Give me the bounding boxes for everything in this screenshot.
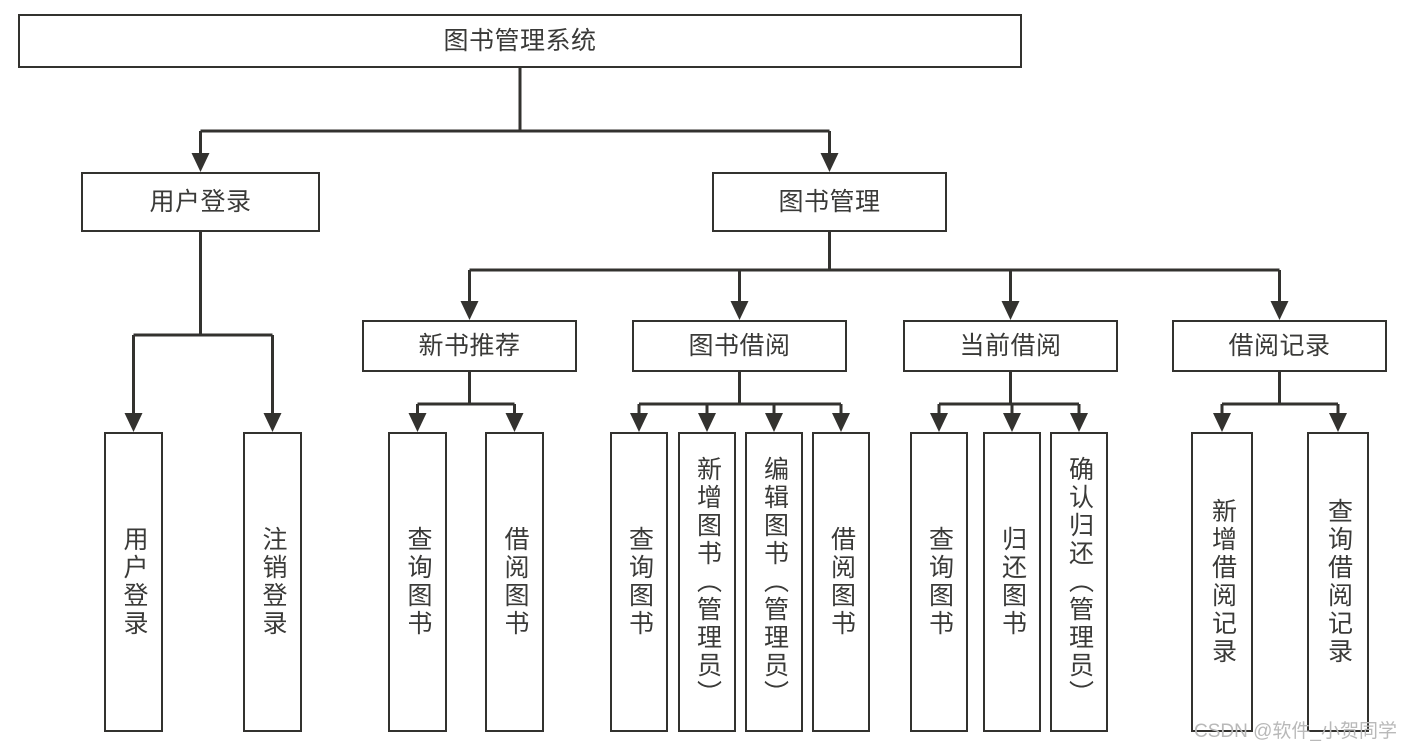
node-records[interactable]: 借阅记录 (1172, 320, 1387, 372)
node-leaf-query-book-2[interactable]: 查询图书 (610, 432, 668, 732)
node-leaf-borrow-book-1[interactable]: 借阅图书 (485, 432, 544, 732)
node-label: 新增借阅记录 (1208, 498, 1237, 666)
node-login[interactable]: 用户登录 (81, 172, 320, 232)
node-label: 图书管理 (778, 187, 881, 216)
node-label: 图书管理系统 (443, 26, 597, 55)
node-label: 查询图书 (404, 526, 432, 638)
node-leaf-add-book[interactable]: 新增图书（管理员） (678, 432, 736, 732)
node-leaf-confirm-return[interactable]: 确认归还（管理员） (1050, 432, 1108, 732)
node-leaf-user-login[interactable]: 用户登录 (104, 432, 163, 732)
node-label: 注销登录 (259, 526, 287, 638)
node-leaf-logout[interactable]: 注销登录 (243, 432, 302, 732)
csdn-watermark: CSDN @软件_小贺同学 (1194, 721, 1397, 742)
node-label: 查询图书 (625, 526, 654, 638)
node-newbook[interactable]: 新书推荐 (362, 320, 577, 372)
node-borrow[interactable]: 图书借阅 (632, 320, 847, 372)
node-label: 借阅图书 (827, 526, 856, 638)
node-leaf-add-record[interactable]: 新增借阅记录 (1191, 432, 1253, 732)
node-label: 确认归还（管理员） (1065, 456, 1094, 708)
node-label: 用户登录 (149, 187, 252, 216)
node-label: 查询图书 (925, 526, 954, 638)
node-current[interactable]: 当前借阅 (903, 320, 1118, 372)
node-leaf-return-book[interactable]: 归还图书 (983, 432, 1041, 732)
node-label: 借阅记录 (1228, 331, 1331, 360)
node-leaf-edit-book[interactable]: 编辑图书（管理员） (745, 432, 803, 732)
node-leaf-query-book-3[interactable]: 查询图书 (910, 432, 968, 732)
node-label: 新书推荐 (418, 331, 521, 360)
node-label: 借阅图书 (501, 526, 529, 638)
node-label: 当前借阅 (959, 331, 1062, 360)
node-label: 编辑图书（管理员） (760, 456, 789, 708)
node-leaf-borrow-book-2[interactable]: 借阅图书 (812, 432, 870, 732)
node-leaf-query-record[interactable]: 查询借阅记录 (1307, 432, 1369, 732)
node-bookmgmt[interactable]: 图书管理 (712, 172, 947, 232)
node-label: 归还图书 (998, 526, 1027, 638)
node-label: 图书借阅 (688, 331, 791, 360)
node-root[interactable]: 图书管理系统 (18, 14, 1022, 68)
node-label: 新增图书（管理员） (693, 456, 722, 708)
node-label: 查询借阅记录 (1324, 498, 1353, 666)
node-label: 用户登录 (120, 526, 148, 638)
node-leaf-query-book-1[interactable]: 查询图书 (388, 432, 447, 732)
